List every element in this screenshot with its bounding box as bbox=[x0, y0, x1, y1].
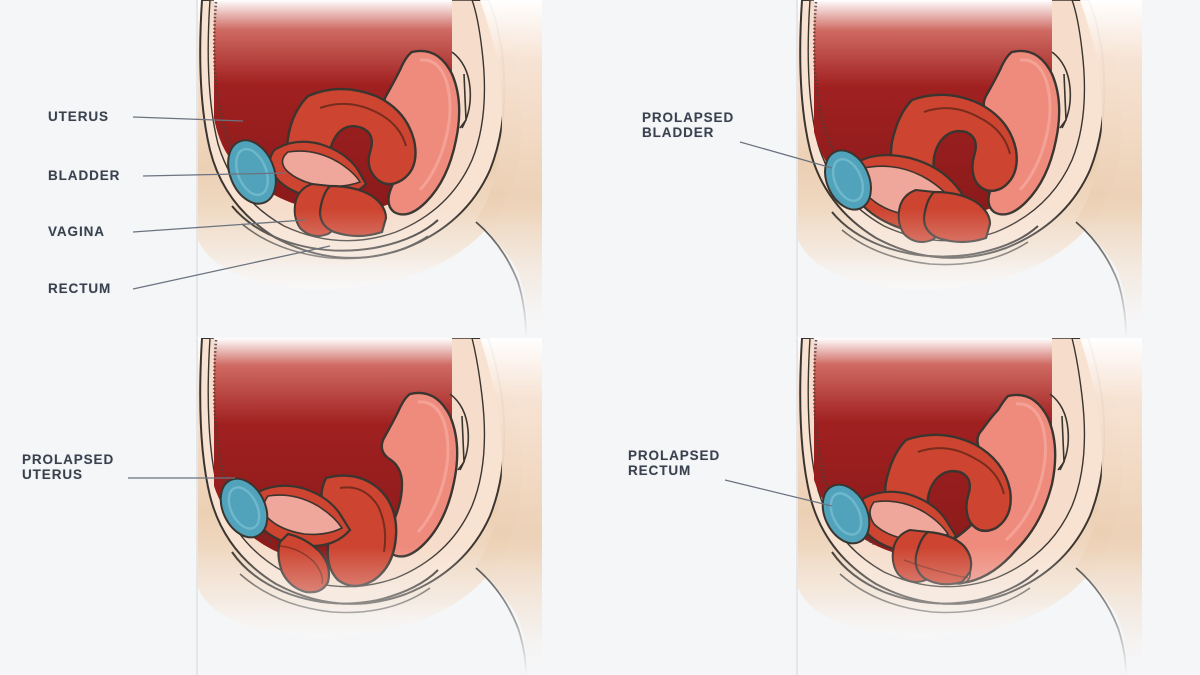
label-prolapsed-rectum: PROLAPSED RECTUM bbox=[628, 448, 721, 478]
label-group-rectocele: PROLAPSED RECTUM bbox=[600, 338, 800, 675]
label-group-uterine-prolapse: PROLAPSED UTERUS bbox=[0, 338, 200, 675]
label-group-cystocele: PROLAPSED BLADDER bbox=[600, 0, 800, 337]
anatomy-illustration-uterine-prolapse bbox=[180, 338, 550, 675]
label-rectum: RECTUM bbox=[48, 281, 112, 296]
label-prolapsed-bladder: PROLAPSED BLADDER bbox=[642, 110, 735, 140]
label-group-normal: UTERUS BLADDER VAGINA RECTUM bbox=[0, 0, 200, 337]
label-prolapsed-uterus: PROLAPSED UTERUS bbox=[22, 452, 115, 482]
panel-prolapsed-rectum: PROLAPSED RECTUM bbox=[600, 338, 1200, 675]
panel-prolapsed-uterus: PROLAPSED UTERUS bbox=[0, 338, 600, 675]
label-bladder: BLADDER bbox=[48, 168, 121, 183]
anatomy-illustration-rectocele bbox=[780, 338, 1150, 675]
anatomy-illustration-cystocele bbox=[780, 0, 1150, 337]
label-vagina: VAGINA bbox=[48, 224, 105, 239]
panel-normal-anatomy: UTERUS BLADDER VAGINA RECTUM bbox=[0, 0, 600, 337]
panel-prolapsed-bladder: PROLAPSED BLADDER bbox=[600, 0, 1200, 337]
label-uterus: UTERUS bbox=[48, 109, 109, 124]
anatomy-illustration-normal bbox=[180, 0, 550, 337]
